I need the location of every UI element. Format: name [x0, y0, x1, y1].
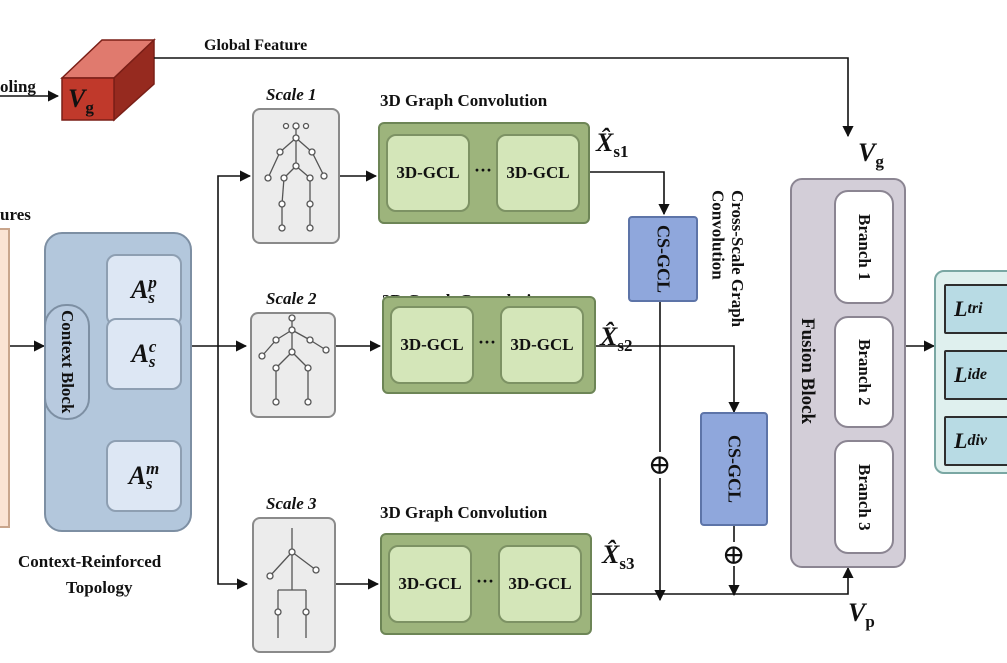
gc-title-1: 3D Graph Convolution: [380, 91, 548, 110]
cs-gcl-1: CS-GCL: [628, 216, 698, 302]
gc-dots-1: ···: [474, 160, 493, 180]
global-feature-cube: [60, 38, 156, 122]
input-features-block: [0, 228, 10, 528]
sum-icon-1: ⊕: [648, 450, 672, 481]
gcl-1a: 3D-GCL: [386, 134, 470, 212]
pooling-label: oling: [0, 77, 36, 96]
xs2-symbol: X̂s2: [600, 322, 633, 356]
branch-3: Branch 3: [834, 440, 894, 554]
xs3-symbol: X̂s3: [602, 540, 635, 574]
features-label: ures: [0, 205, 31, 224]
branch-1: Branch 1: [834, 190, 894, 304]
gcl-2b: 3D-GCL: [500, 306, 584, 384]
gc-title-3: 3D Graph Convolution: [380, 503, 548, 522]
gcl-2a: 3D-GCL: [390, 306, 474, 384]
scale2-label: Scale 2: [266, 289, 317, 308]
skeleton-scale1-icon: [264, 122, 328, 232]
gcl-3b: 3D-GCL: [498, 545, 582, 623]
fusion-block-label: Fusion Block: [797, 318, 818, 425]
context-topology-title-1: Context-Reinforced: [18, 552, 162, 571]
skeleton-scale3-icon: [266, 528, 320, 638]
context-block: Context Block: [44, 304, 90, 420]
gc-dots-3: ···: [476, 571, 495, 591]
vg-cube-symbol: Vg: [68, 84, 94, 118]
skeleton-scale2-icon: [258, 314, 330, 406]
gcl-3a: 3D-GCL: [388, 545, 472, 623]
scale3-label: Scale 3: [266, 494, 317, 513]
vg-fusion-symbol: Vg: [858, 138, 884, 172]
branch-2: Branch 2: [834, 316, 894, 428]
scale1-label: Scale 1: [266, 85, 317, 104]
cs-gcl-2: CS-GCL: [700, 412, 768, 526]
gc-dots-2: ···: [478, 332, 497, 352]
vp-symbol: Vp: [848, 598, 875, 632]
sum-icon-2: ⊕: [722, 540, 746, 571]
global-feature-label: Global Feature: [204, 37, 308, 54]
gcl-1b: 3D-GCL: [496, 134, 580, 212]
xs1-symbol: X̂s1: [596, 128, 629, 162]
context-topology-title-2: Topology: [66, 578, 133, 597]
connectors: [0, 57, 936, 602]
